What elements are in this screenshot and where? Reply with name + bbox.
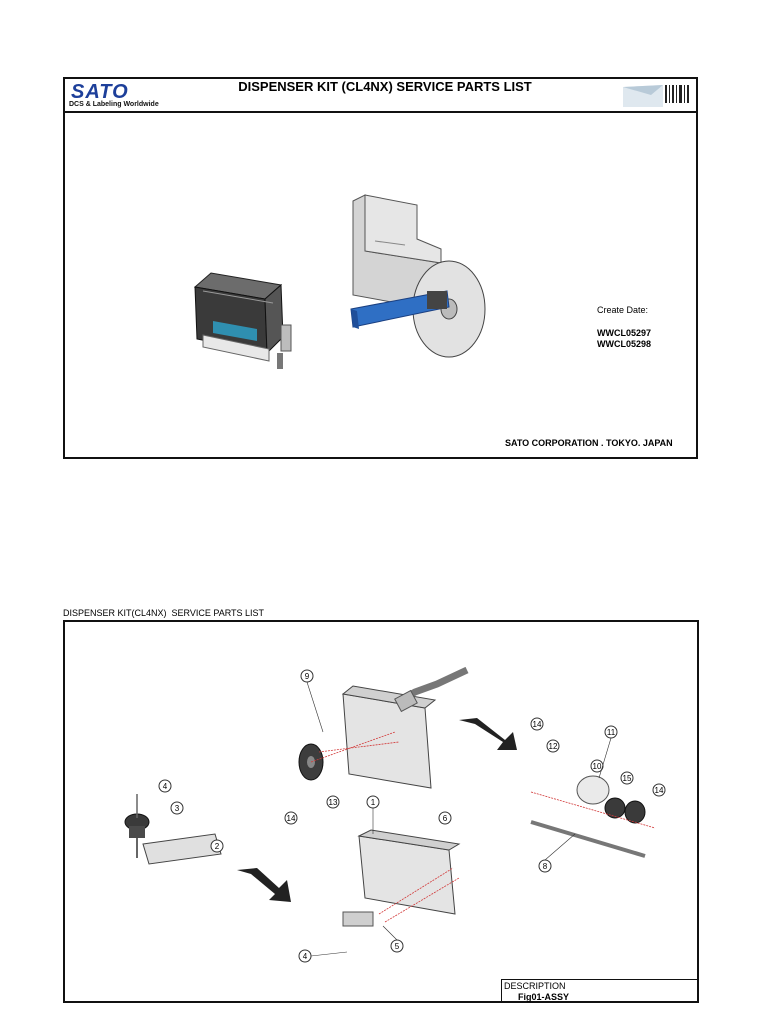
callout-number: 8 (543, 862, 548, 871)
create-date-label: Create Date: (597, 305, 649, 315)
part-code: WWCL05297 (597, 328, 652, 338)
barcode-logo-icon (623, 81, 693, 109)
callout-number: 12 (549, 742, 558, 751)
callout-number: 14 (655, 786, 664, 795)
callout-number: 1 (371, 798, 376, 807)
callout-number: 14 (533, 720, 542, 729)
callout-number: 4 (163, 782, 168, 791)
callout-number: 9 (305, 672, 310, 681)
part-code: WWCL05298 (597, 339, 652, 349)
callout-number: 6 (443, 814, 448, 823)
callout-number: 5 (395, 942, 400, 951)
bracket-roller-illustration (350, 194, 486, 358)
description-label: DESCRIPTION (504, 981, 566, 991)
logo-tagline: DCS & Labeling Worldwide (69, 101, 159, 108)
callout-number: 10 (593, 762, 602, 771)
dispenser-module-illustration (193, 272, 292, 369)
callout-number: 3 (175, 804, 180, 813)
exploded-view-diagram: 9 14 13 11 12 10 15 14 8 4 3 2 1 6 4 5 1… (124, 666, 666, 963)
callout-number: 14 (287, 814, 296, 823)
description-value: Fig01-ASSY (518, 992, 570, 1002)
callout-number: 15 (623, 774, 632, 783)
description-box: DESCRIPTION Fig01-ASSY (501, 979, 699, 1003)
callout-number: 11 (607, 728, 616, 737)
logo-brand: SATO (71, 81, 129, 103)
sheet-heading: DISPENSER KIT(CL4NX) SERVICE PARTS LIST (63, 608, 265, 618)
cover-page: SATO DCS & Labeling Worldwide DISPENSER … (63, 77, 698, 459)
callout-number: 2 (215, 842, 220, 851)
callout-number: 13 (329, 798, 338, 807)
callout-number: 4 (303, 952, 308, 961)
cover-header: SATO DCS & Labeling Worldwide DISPENSER … (65, 79, 696, 113)
document-title: DISPENSER KIT (CL4NX) SERVICE PARTS LIST (238, 79, 532, 94)
corporation-footer: SATO CORPORATION . TOKYO. JAPAN (505, 438, 673, 448)
sato-logo: SATO DCS & Labeling Worldwide (65, 79, 171, 111)
exploded-diagram-frame: 9 14 13 11 12 10 15 14 8 4 3 2 1 6 4 5 1… (63, 620, 699, 1003)
